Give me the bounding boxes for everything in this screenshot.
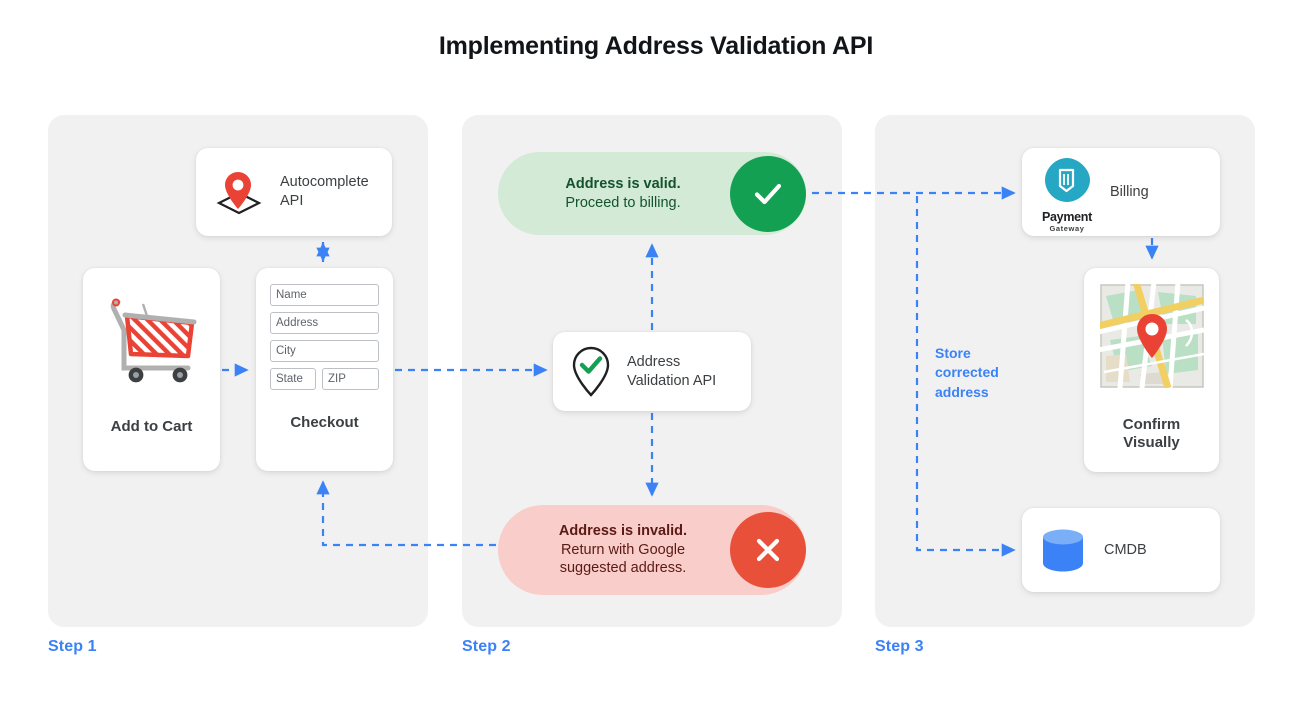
cmdb-card[interactable]: CMDB <box>1022 508 1220 592</box>
checkout-form: Name Address City State ZIP <box>270 284 379 390</box>
address-invalid-text: Address is invalid. Return with Google s… <box>498 522 806 579</box>
page-title: Implementing Address Validation API <box>438 32 874 60</box>
address-valid-headline: Address is valid. <box>565 175 681 192</box>
address-field[interactable]: Address <box>270 312 379 334</box>
address-valid-detail: Proceed to billing. <box>565 194 681 211</box>
payment-gateway-logo: Payment Gateway <box>1036 152 1098 233</box>
store-corrected-address-label: Store corrected address <box>935 345 999 400</box>
address-invalid-pill[interactable]: Address is invalid. Return with Google s… <box>498 505 806 595</box>
payment-logo-primary: Payment <box>1041 209 1092 224</box>
x-circle-icon <box>730 512 806 588</box>
checkout-caption: Checkout <box>290 414 359 431</box>
autocomplete-api-card[interactable]: Autocomplete API <box>196 148 392 236</box>
address-invalid-detail: Return with Google suggested address. <box>559 541 687 577</box>
address-valid-text: Address is valid. Proceed to billing. <box>498 175 806 213</box>
add-to-cart-card[interactable]: Add to Cart <box>83 268 220 471</box>
cmdb-label: CMDB <box>1104 541 1147 558</box>
step-2-label: Step 2 <box>462 638 511 655</box>
shopping-cart-icon <box>102 290 202 384</box>
checkout-card[interactable]: Name Address City State ZIP Checkout <box>256 268 393 471</box>
step-1-label: Step 1 <box>48 638 97 655</box>
map-pin-diamond-icon <box>210 166 268 218</box>
state-zip-row: State ZIP <box>270 368 379 390</box>
database-icon <box>1036 523 1092 577</box>
state-field[interactable]: State <box>270 368 316 390</box>
name-field[interactable]: Name <box>270 284 379 306</box>
confirm-visually-caption: Confirm Visually <box>1122 416 1181 452</box>
pin-check-icon <box>567 343 615 401</box>
billing-card[interactable]: Payment Gateway Billing <box>1022 148 1220 236</box>
autocomplete-api-label: Autocomplete API <box>280 174 369 209</box>
step-3-label: Step 3 <box>875 638 924 655</box>
add-to-cart-caption: Add to Cart <box>110 418 193 435</box>
city-field[interactable]: City <box>270 340 379 362</box>
address-invalid-headline: Address is invalid. <box>558 522 688 539</box>
address-validation-api-label: Address Validation API <box>627 353 717 389</box>
check-circle-icon <box>730 155 806 232</box>
billing-label: Billing <box>1110 183 1149 200</box>
address-valid-pill[interactable]: Address is valid. Proceed to billing. <box>498 152 806 235</box>
confirm-visually-card[interactable]: Confirm Visually <box>1084 268 1219 472</box>
map-thumbnail-icon <box>1099 284 1204 388</box>
zip-field[interactable]: ZIP <box>322 368 379 390</box>
payment-logo-secondary: Gateway <box>1049 223 1085 233</box>
address-validation-api-card[interactable]: Address Validation API <box>553 332 751 411</box>
